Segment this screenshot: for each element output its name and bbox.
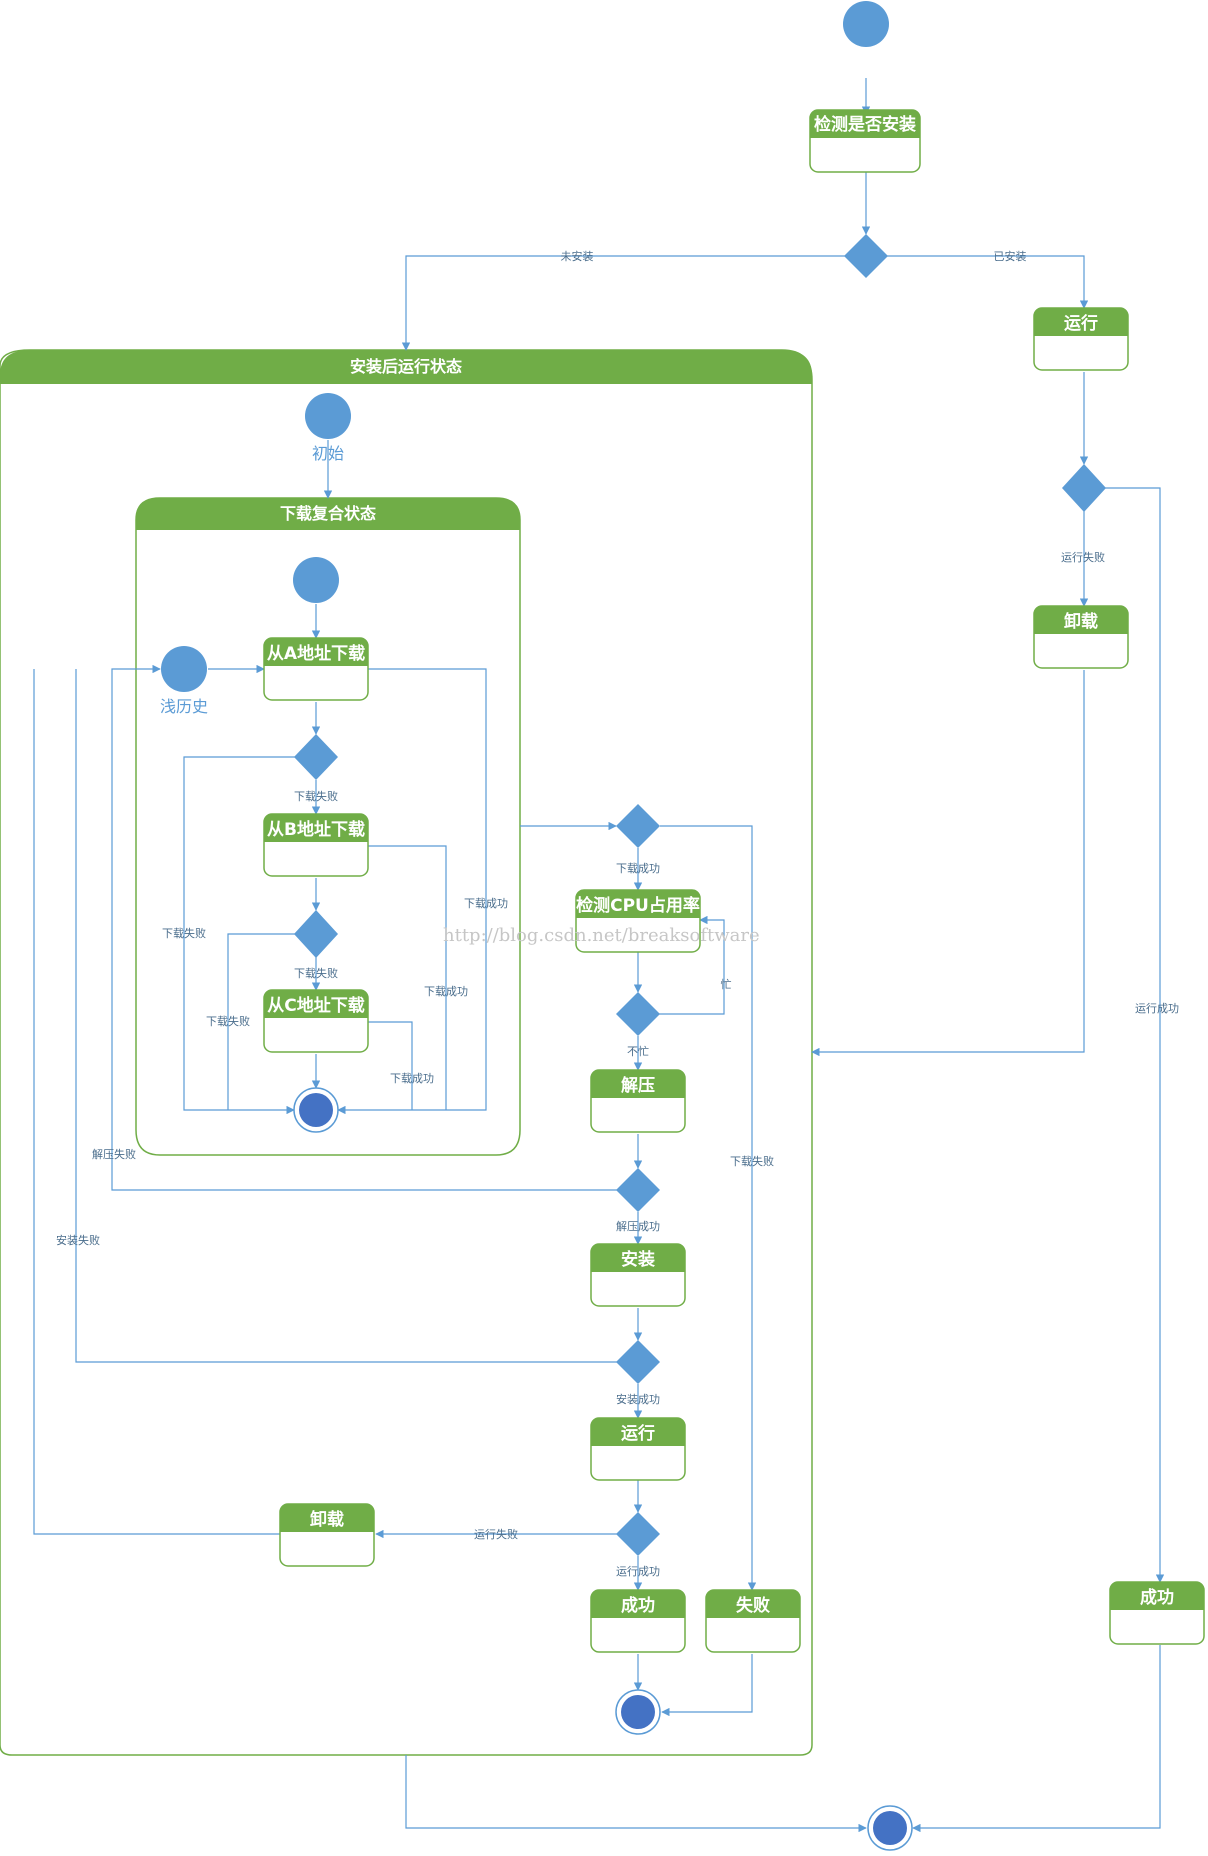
shallow-history-label: 浅历史	[160, 697, 208, 716]
state-uninstall-top-label: 卸载	[1064, 611, 1098, 632]
label-busy: 忙	[721, 977, 732, 991]
state-uninstall-top: 卸载	[1033, 605, 1129, 669]
label-dl-fail-left-1: 下载失败	[162, 926, 206, 940]
state-check-cpu: 检测CPU占用率	[575, 889, 701, 953]
edge-installed	[886, 255, 1089, 309]
initial-label: 初始	[312, 444, 344, 463]
label-installed: 已安装	[994, 249, 1027, 263]
decision-cpu	[616, 992, 660, 1036]
label-install-success: 安装成功	[616, 1392, 660, 1406]
label-dl-fail-out: 下载失败	[730, 1154, 774, 1168]
edge-outer-to-final	[405, 1755, 867, 1833]
state-check-installed: 检测是否安装	[809, 109, 921, 173]
decision-install	[616, 1340, 660, 1384]
state-dl-c-label: 从C地址下载	[267, 995, 364, 1016]
inner-final-node	[615, 1689, 661, 1735]
state-dl-b: 从B地址下载	[263, 813, 369, 877]
state-install-label: 安装	[621, 1249, 655, 1270]
outer-state-title: 安装后运行状态	[350, 357, 462, 376]
label-dl-fail-1: 下载失败	[294, 789, 338, 803]
state-success-inner-label: 成功	[621, 1595, 655, 1616]
state-check-cpu-label: 检测CPU占用率	[576, 895, 700, 916]
download-initial-node	[293, 557, 339, 603]
state-uninstall-inner-label: 卸载	[310, 1509, 344, 1530]
label-dl-fail-2: 下载失败	[294, 966, 338, 980]
state-dl-c: 从C地址下载	[263, 989, 369, 1053]
edges	[33, 78, 1165, 1833]
decision-installed	[844, 234, 888, 278]
edge-dl-fail-left-2	[227, 933, 296, 1110]
state-success-inner: 成功	[590, 1589, 686, 1653]
label-unzip-fail: 解压失败	[92, 1147, 136, 1161]
state-dl-a-label: 从A地址下载	[267, 643, 365, 664]
state-success-top: 成功	[1109, 1581, 1205, 1645]
state-unzip-label: 解压	[621, 1075, 655, 1096]
label-unzip-success: 解压成功	[616, 1219, 660, 1233]
edge-success-to-final	[912, 1645, 1161, 1833]
watermark-url: http://blog.csdn.net/breaksoftware	[443, 925, 760, 946]
label-run-success-inner: 运行成功	[616, 1565, 660, 1578]
label-run-failed-top: 运行失败	[1061, 550, 1105, 564]
state-uninstall-inner: 卸载	[279, 1503, 375, 1567]
state-unzip: 解压	[590, 1069, 686, 1133]
edge-uninstall-to-outer	[811, 670, 1085, 1057]
label-not-installed: 未安装	[561, 249, 594, 263]
decisions	[294, 234, 1106, 1556]
label-install-fail: 安装失败	[56, 1233, 100, 1247]
label-dl-success-out: 下载成功	[616, 862, 660, 875]
edge-labels: 未安装 已安装 运行失败 运行成功 下载失败 下载失败 下载失败 下载失败 下载…	[56, 249, 1179, 1578]
state-success-top-label: 成功	[1140, 1587, 1174, 1608]
state-fail-inner: 失败	[705, 1589, 801, 1653]
label-dl-success-1: 下载成功	[464, 897, 508, 910]
state-dl-b-label: 从B地址下载	[267, 819, 365, 840]
state-run-top: 运行	[1033, 307, 1129, 371]
edge-dl-fail-left-1	[183, 756, 296, 1115]
shallow-history-node	[161, 646, 207, 692]
state-check-installed-label: 检测是否安装	[814, 114, 916, 135]
state-run-inner-label: 运行	[621, 1423, 655, 1444]
state-run-top-label: 运行	[1064, 313, 1098, 334]
edge-run-success-top	[1104, 487, 1165, 1583]
download-state-title: 下载复合状态	[280, 504, 376, 523]
top-final-node	[867, 1805, 913, 1851]
label-run-fail-inner: 运行失败	[474, 1527, 518, 1541]
edge-busy	[658, 915, 725, 1015]
label-not-busy: 不忙	[627, 1044, 649, 1058]
state-fail-inner-label: 失败	[736, 1595, 770, 1616]
label-dl-fail-left-2: 下载失败	[206, 1014, 250, 1028]
inner-initial-node	[305, 393, 351, 439]
edge-not-installed	[401, 255, 846, 351]
decision-download-result	[616, 804, 660, 848]
edge-fail-to-inner-final	[661, 1654, 753, 1717]
download-final-node	[293, 1087, 339, 1133]
decision-run-inner	[616, 1512, 660, 1556]
edge-unzip-fail	[111, 664, 618, 1191]
edge-install-fail	[75, 669, 618, 1363]
state-dl-a: 从A地址下载	[263, 637, 369, 701]
decision-unzip	[616, 1168, 660, 1212]
decision-run-top	[1062, 464, 1106, 512]
top-initial-node	[843, 1, 889, 47]
label-dl-success-3: 下载成功	[390, 1072, 434, 1085]
edge-uninstall-to-history	[33, 669, 280, 1535]
label-dl-success-2: 下载成功	[424, 985, 468, 998]
state-install: 安装	[590, 1243, 686, 1307]
state-run-inner: 运行	[590, 1417, 686, 1481]
edge-dl-fail-out	[660, 825, 757, 1591]
decision-dl-b	[294, 910, 338, 958]
edge-dl-success-2	[368, 845, 447, 1110]
decision-dl-a	[294, 734, 338, 780]
label-run-success-top: 运行成功	[1135, 1002, 1179, 1015]
edge-dl-success-3	[368, 1021, 413, 1110]
